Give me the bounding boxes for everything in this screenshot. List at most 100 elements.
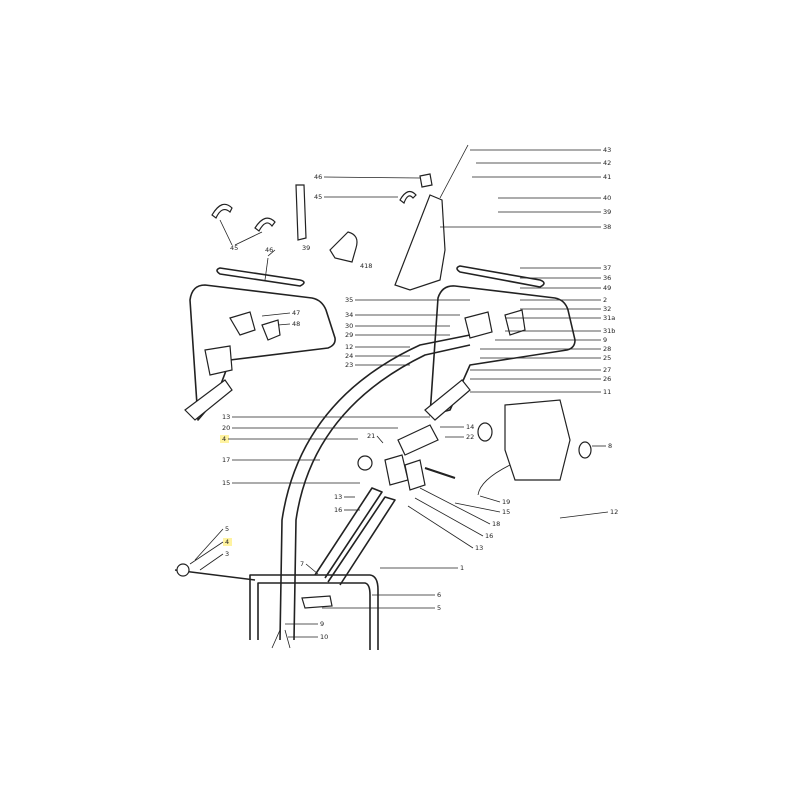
label-text: 47	[292, 309, 300, 317]
motor-cap-8	[578, 441, 592, 459]
label-text: 22	[466, 433, 474, 441]
cable-bundle-17	[279, 334, 471, 641]
part-label-10: 10	[288, 633, 328, 641]
bracket-418	[329, 231, 358, 263]
label-text: 2	[603, 296, 607, 304]
clip-45b	[254, 217, 276, 232]
part-label-13: 13	[222, 413, 430, 421]
right-cover	[504, 309, 526, 336]
motor-unit	[504, 399, 571, 481]
left-arm	[184, 379, 233, 421]
label-text: 41	[603, 173, 611, 181]
label-text: 45	[314, 193, 322, 201]
part-label-4: 4	[220, 435, 358, 443]
part-label-24: 24	[345, 352, 410, 360]
left-bracket-plate	[229, 311, 256, 336]
part-label-11: 11	[470, 388, 611, 396]
gear-4	[357, 455, 373, 471]
leader-line	[454, 502, 501, 513]
right-handle-bar	[456, 265, 545, 288]
label-text: 42	[603, 159, 611, 167]
label-text: 37	[603, 264, 611, 272]
leader-line	[189, 541, 224, 565]
part-label-6: 6	[372, 591, 441, 599]
plate-6	[301, 595, 333, 609]
center-console-38	[394, 194, 446, 291]
left-handle-bar	[216, 267, 305, 287]
part-label-31b: 31b	[505, 327, 615, 335]
label-highlight	[220, 435, 229, 443]
label-text: 16	[334, 506, 342, 514]
part-label-29: 29	[345, 331, 450, 339]
leader-line	[194, 528, 224, 561]
label-text: 39	[603, 208, 611, 216]
part-label-418: 418	[360, 262, 372, 270]
part-label-9: 9	[495, 336, 607, 344]
cable-bundle-17b	[293, 344, 471, 641]
label-highlight	[223, 538, 232, 546]
left-cover-48	[261, 319, 281, 341]
label-text: 30	[345, 322, 353, 330]
part-label-21: 21	[367, 432, 384, 444]
leader-line	[305, 563, 319, 575]
part-label-34: 34	[345, 311, 460, 319]
label-text: 10	[320, 633, 328, 641]
part-label-7: 7	[300, 560, 319, 575]
bolt-18	[424, 467, 456, 479]
label-text: 16	[485, 532, 493, 540]
label-text: 40	[603, 194, 611, 202]
label-text: 32	[603, 305, 611, 313]
label-text: 13	[334, 493, 342, 501]
part-label-5: 5	[194, 525, 229, 561]
label-text: 12	[345, 343, 353, 351]
knob-5	[176, 563, 190, 577]
right-arm	[424, 379, 471, 421]
label-text: 8	[608, 442, 612, 450]
link-20	[397, 424, 439, 456]
part-label-47: 47	[261, 309, 300, 317]
link-16	[404, 459, 426, 491]
label-text: 20	[222, 424, 230, 432]
part-label-5: 5	[322, 604, 441, 612]
motor-cap-left	[477, 422, 493, 442]
part-label-16: 16	[334, 506, 360, 514]
label-text: 34	[345, 311, 353, 319]
leader-line	[219, 219, 233, 246]
part-label-43: 43	[470, 146, 611, 154]
part-label-2: 2	[520, 296, 607, 304]
label-text: 27	[603, 366, 611, 374]
part-label-17: 17	[222, 456, 320, 464]
leader-line	[414, 497, 484, 537]
right-bracket-plate	[464, 311, 493, 339]
part-label-19: 19	[479, 495, 510, 506]
part-label-37: 37	[520, 264, 611, 272]
label-text: 26	[603, 375, 611, 383]
label-text: 4	[222, 435, 226, 443]
label-text: 9	[320, 620, 324, 628]
part-label-14: 14	[440, 423, 474, 431]
left-lever-plate	[204, 345, 233, 376]
label-text: 45	[230, 244, 238, 252]
label-text: 1	[460, 564, 464, 572]
part-label-48: 48	[277, 320, 300, 328]
part-label-1: 1	[380, 564, 464, 572]
label-text: 39	[302, 244, 310, 252]
label-text: 35	[345, 296, 353, 304]
leader-line	[407, 505, 474, 549]
label-text: 5	[437, 604, 441, 612]
part-label-15: 15	[222, 479, 360, 487]
label-text: 9	[603, 336, 607, 344]
label-text: 5	[225, 525, 229, 533]
bracket-39-left	[295, 184, 307, 241]
part-label-39: 39	[498, 208, 611, 216]
drawing	[174, 144, 592, 650]
label-text: 3	[225, 550, 229, 558]
lower-arm-2	[327, 496, 396, 586]
label-text: 7	[300, 560, 304, 568]
label-text: 38	[603, 223, 611, 231]
part-label-27: 27	[470, 366, 611, 374]
label-text: 12	[610, 508, 618, 516]
part-label-36: 36	[520, 274, 611, 282]
clip-45a	[211, 203, 233, 219]
label-text: 43	[603, 146, 611, 154]
